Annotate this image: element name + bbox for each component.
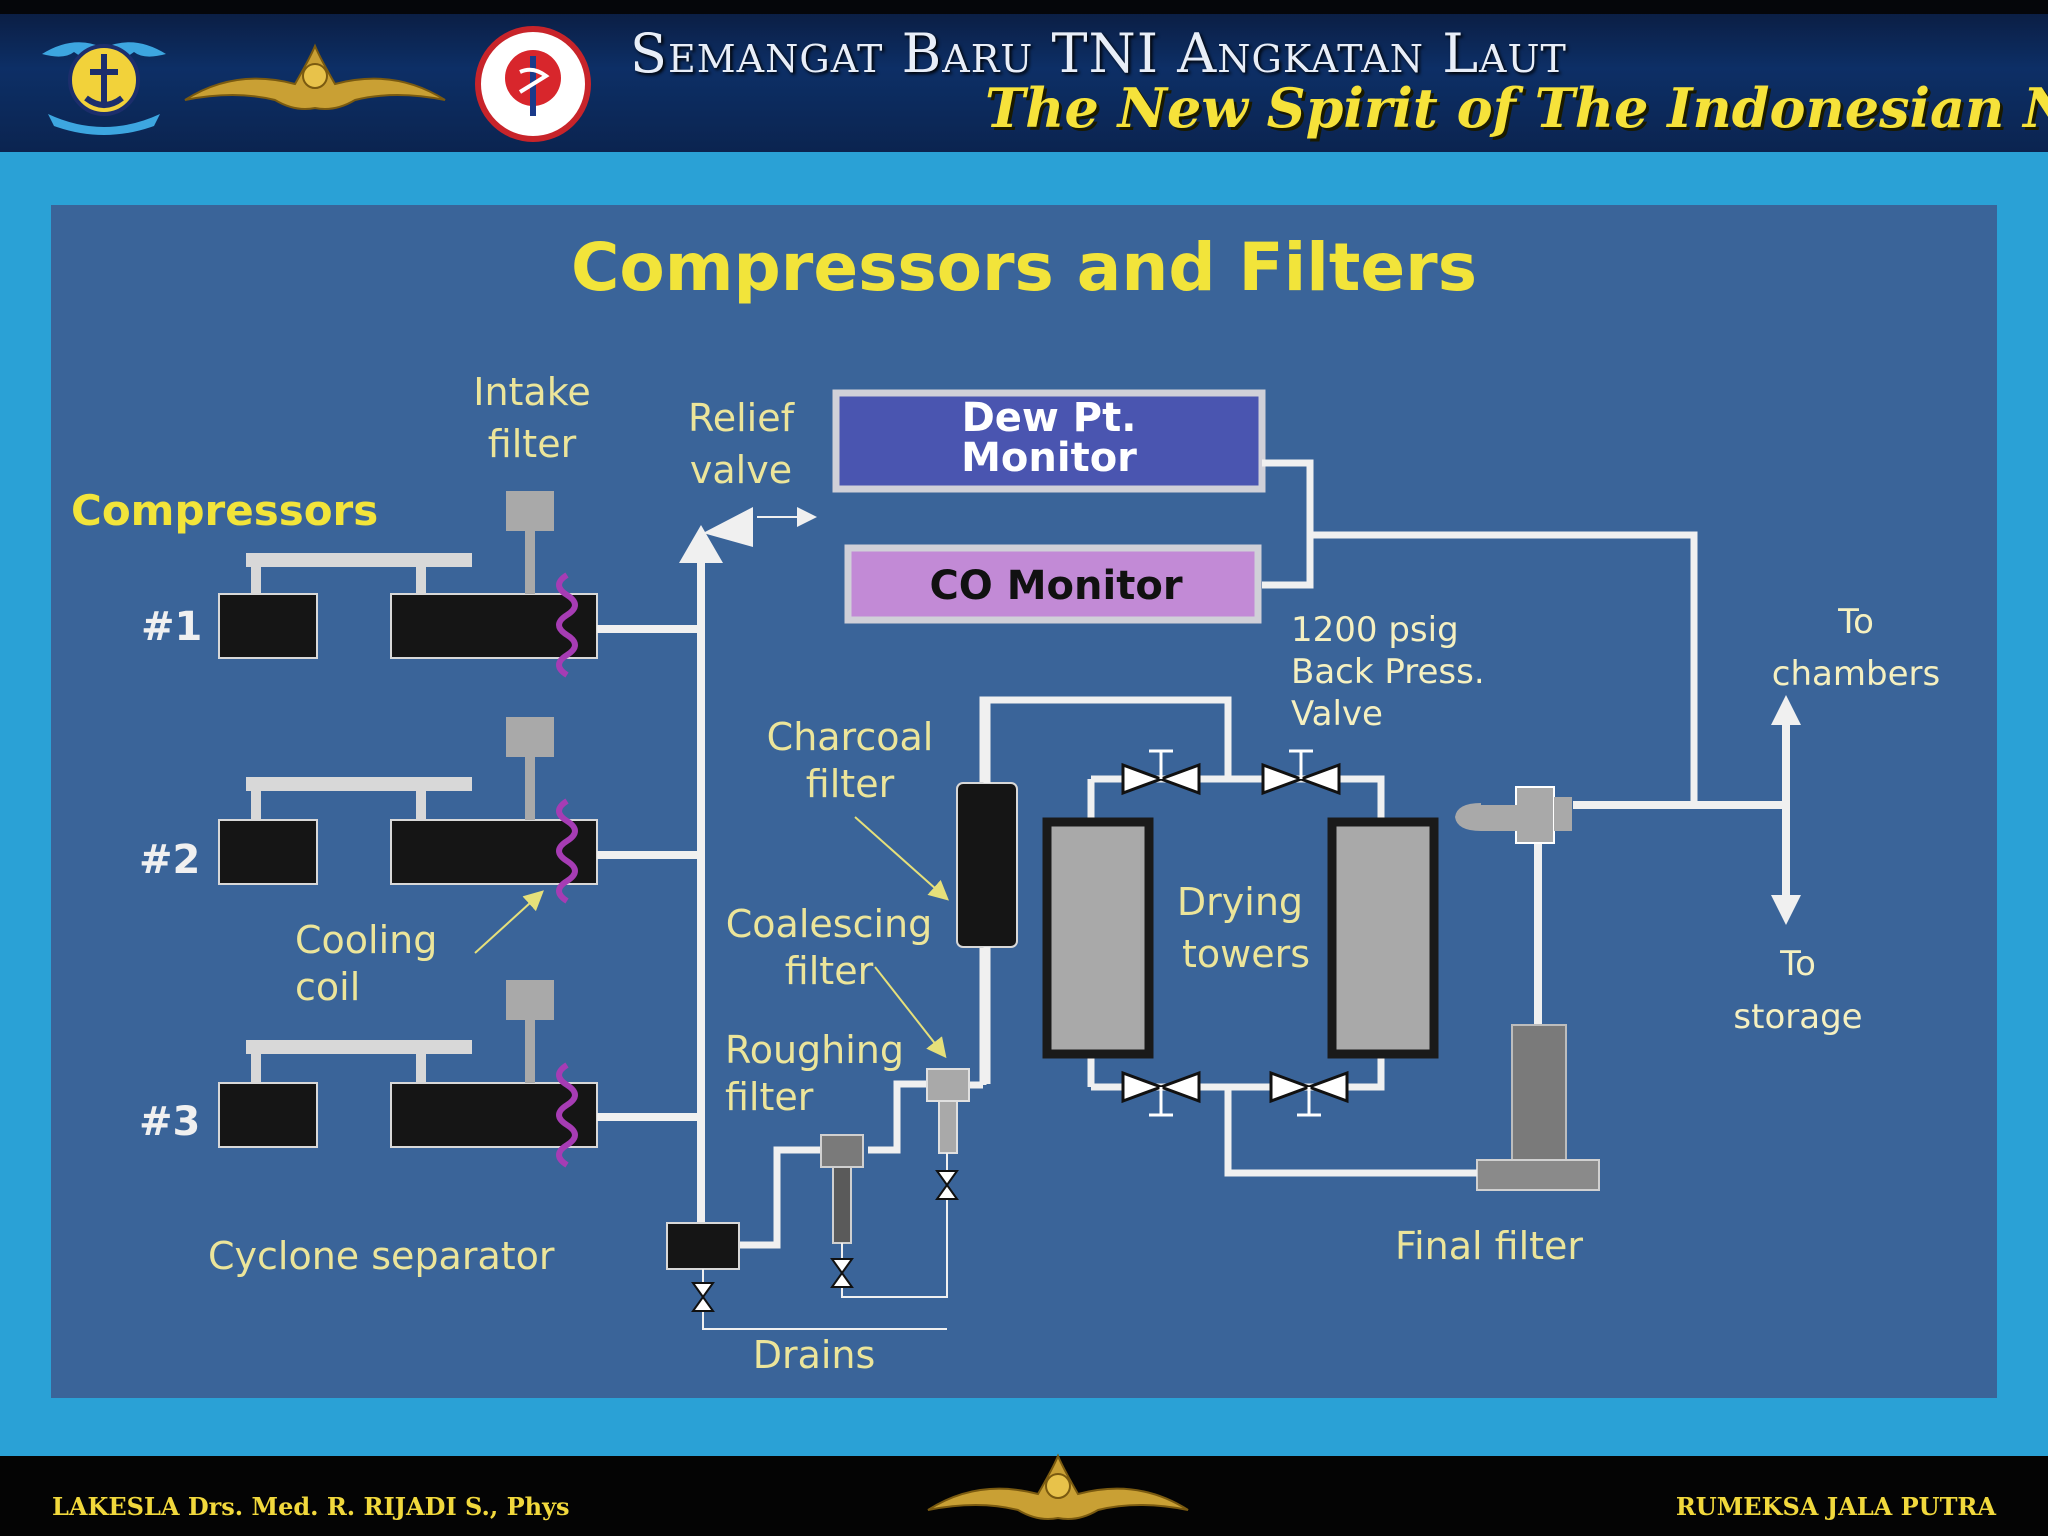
drying-tower-left: [1042, 817, 1154, 1059]
tower-valve-icon: [1121, 1070, 1201, 1117]
dew-monitor-label-1: Dew Pt.: [962, 395, 1137, 441]
roughing-filter-head: [820, 1134, 864, 1168]
tower-valve-icon: [1261, 749, 1341, 796]
final-filter-base: [1476, 1159, 1600, 1191]
backpress-label-2: Back Press.: [1291, 652, 1485, 692]
cooling-coil-icon: [556, 1062, 578, 1168]
cooling-coil-icon: [556, 798, 578, 904]
compressors-label: Compressors: [71, 486, 378, 535]
coalescing-filter-label-2: filter: [785, 949, 874, 993]
compressor-2: [218, 717, 598, 904]
header-subtitle: The New Spirit of The Indonesian Navy: [985, 76, 2048, 140]
relief-valve-label-1: Relief: [688, 396, 796, 440]
manifold-pipes: [597, 555, 705, 1225]
coalescing-filter-head: [926, 1068, 970, 1102]
to-storage-arrow-icon: [1771, 895, 1801, 925]
roughing-filter-body: [832, 1166, 852, 1244]
to-chambers-label-1: To: [1837, 602, 1874, 642]
drying-towers-label-2: towers: [1182, 932, 1310, 976]
cooling-coil-label-2: coil: [295, 965, 360, 1009]
drain-valve-icon: [830, 1258, 854, 1288]
cooling-coil-icon: [556, 572, 578, 678]
back-pressure-valve-icon: [1455, 786, 1572, 844]
compressor-number-2: #2: [139, 837, 200, 883]
golden-wings-icon: [184, 43, 446, 110]
relief-valve-icon: [703, 507, 753, 547]
coalescing-filter-label-1: Coalescing: [726, 902, 932, 946]
intake-filter-label-1: Intake: [473, 370, 591, 414]
compressor-diagram: Compressors and Filters Compressors: [71, 229, 1940, 1377]
drying-towers-label-1: Drying: [1177, 880, 1303, 924]
slide-panel: Compressors and Filters Compressors: [51, 205, 1997, 1398]
roughing-filter-label-2: filter: [725, 1075, 814, 1119]
output-pipes: [1534, 705, 1790, 1025]
tower-valve-icon: [1269, 1070, 1349, 1117]
cyclone-separator-label: Cyclone separator: [208, 1234, 555, 1278]
header-banner: Semangat Baru TNI Angkatan Laut The New …: [0, 0, 2048, 152]
drains-label: Drains: [753, 1333, 876, 1377]
backpress-label-1: 1200 psig: [1291, 610, 1459, 650]
golden-wings-icon: [927, 1453, 1189, 1520]
header-title: Semangat Baru TNI Angkatan Laut: [630, 22, 1567, 85]
to-storage-label-2: storage: [1733, 997, 1862, 1037]
to-chambers-label-2: chambers: [1772, 654, 1940, 694]
medical-badge-icon: [475, 26, 591, 142]
drain-valve-icon: [935, 1170, 959, 1200]
backpress-label-3: Valve: [1291, 694, 1383, 734]
intake-filter-label-2: filter: [488, 422, 577, 466]
monitor-lines: [1262, 459, 1698, 805]
compressor-3: [218, 980, 598, 1168]
cooling-coil-label-1: Cooling: [295, 918, 437, 962]
cyclone-separator: [666, 1222, 740, 1270]
footer-right-text: RUMEKSA JALA PUTRA: [1675, 1492, 1996, 1521]
to-storage-label-1: To: [1779, 944, 1816, 984]
slide-title: Compressors and Filters: [571, 229, 1477, 306]
navy-emblem-icon: [42, 42, 166, 135]
to-chambers-arrow-icon: [1771, 695, 1801, 725]
footer-bar: LAKESLA Drs. Med. R. RIJADI S., Phys RUM…: [0, 1453, 2048, 1536]
final-filter-label: Final filter: [1395, 1224, 1583, 1268]
drain-valve-icon: [691, 1282, 715, 1312]
final-filter-body: [1511, 1024, 1567, 1161]
compressor-number-1: #1: [141, 604, 202, 650]
coalescing-filter-body: [938, 1100, 958, 1154]
co-monitor-box: [844, 544, 1262, 624]
header-top-strip: [0, 0, 2048, 14]
compressor-1: [218, 491, 598, 678]
charcoal-filter: [956, 782, 1018, 948]
footer-left-text: LAKESLA Drs. Med. R. RIJADI S., Phys: [52, 1492, 570, 1521]
charcoal-filter-label-1: Charcoal: [767, 715, 934, 759]
relief-valve-arrow-icon: [679, 525, 723, 563]
dew-point-monitor-box: [832, 389, 1266, 493]
drying-tower-right: [1327, 817, 1439, 1059]
co-monitor-label: CO Monitor: [929, 563, 1182, 609]
compressor-number-3: #3: [139, 1099, 200, 1145]
tower-valve-icon: [1121, 749, 1201, 796]
charcoal-filter-label-2: filter: [806, 762, 895, 806]
dew-monitor-label-2: Monitor: [961, 435, 1137, 481]
roughing-filter-label-1: Roughing: [725, 1028, 904, 1072]
relief-valve-label-2: valve: [690, 448, 792, 492]
